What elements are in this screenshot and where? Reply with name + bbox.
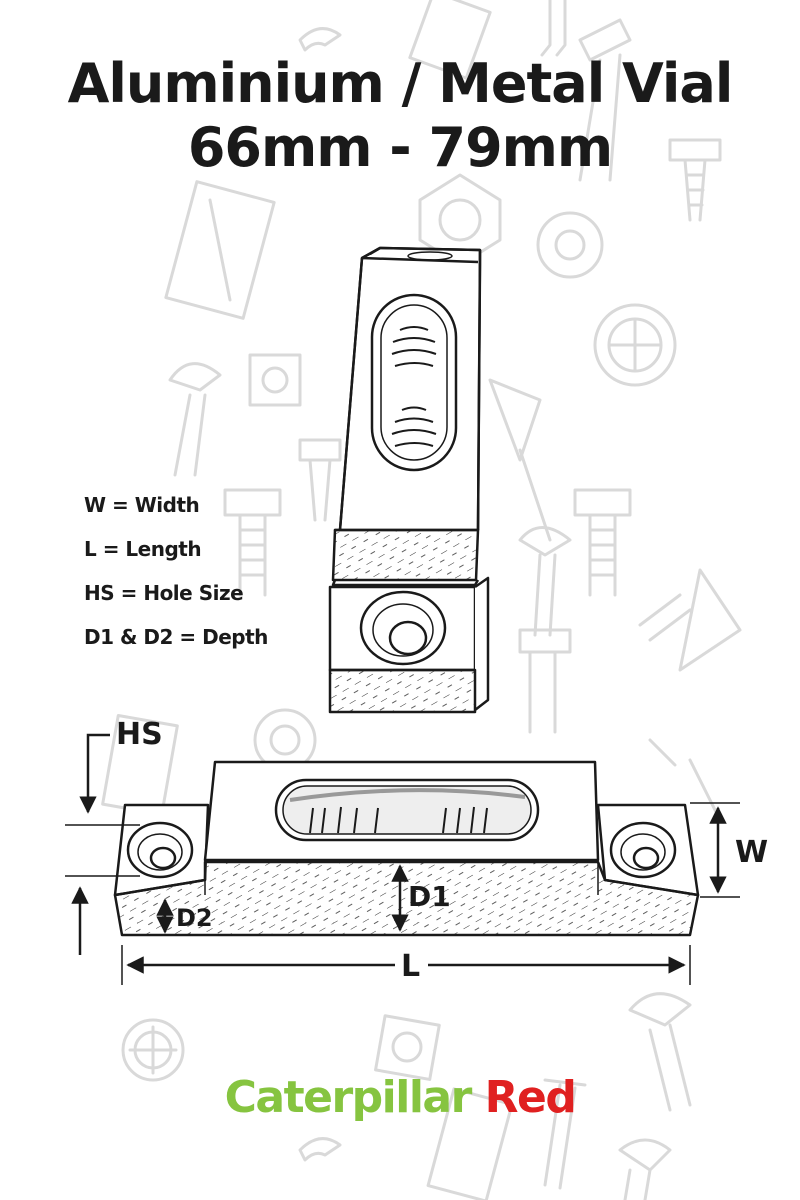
legend-item: HS = Hole Size: [84, 581, 244, 605]
clip-icon: [298, 1137, 342, 1162]
brand-logo: Caterpillar Red: [0, 1072, 800, 1123]
dimension-lines: [65, 733, 740, 985]
w-label: W: [735, 835, 768, 870]
d1-label: D1: [408, 880, 451, 913]
legend-item: L = Length: [84, 537, 202, 561]
screw-icon: [540, 0, 567, 57]
legend-item: D1 & D2 = Depth: [84, 625, 268, 649]
screw-icon: [618, 1138, 672, 1200]
page-title: Aluminium / Metal Vial 66mm - 79mm: [0, 52, 800, 180]
vial-glass: [370, 293, 458, 472]
hinge-icon: [164, 180, 276, 320]
hinge-icon: [426, 1087, 514, 1200]
washer-icon: [593, 303, 677, 387]
washer-icon: [536, 211, 604, 279]
l-label: L: [401, 949, 420, 984]
dimension-labels: HS W D1 D2 L: [116, 717, 768, 984]
screw-icon: [668, 138, 722, 222]
screw-icon: [578, 18, 632, 182]
hs-label: HS: [116, 717, 163, 752]
washer-icon: [121, 1018, 185, 1082]
bolt-icon: [518, 628, 572, 734]
screw-icon: [168, 362, 222, 477]
bolt-icon: [573, 488, 632, 597]
brand-name-green: Caterpillar: [224, 1072, 473, 1123]
legend-item: W = Width: [84, 493, 200, 517]
brand-name-red: Red: [484, 1072, 577, 1123]
nut-icon: [374, 1014, 441, 1081]
title-line-2: 66mm - 79mm: [187, 116, 613, 179]
dimension-legend: W = Width L = Length HS = Hole Size D1 &…: [84, 490, 268, 666]
screw-icon: [518, 526, 572, 637]
nut-icon: [248, 353, 302, 407]
title-line-1: Aluminium / Metal Vial: [67, 52, 734, 115]
nut-icon: [418, 173, 502, 267]
bolt-icon: [223, 488, 282, 597]
d2-label: D2: [176, 904, 213, 932]
screw-icon: [488, 378, 552, 542]
clip-icon: [298, 27, 342, 52]
screw-icon: [628, 992, 692, 1112]
hinge-icon: [408, 0, 492, 80]
screw-icon: [298, 438, 342, 522]
screw-icon: [638, 568, 742, 672]
screw-icon: [543, 1078, 587, 1190]
vial-perspective-view: [328, 246, 490, 714]
